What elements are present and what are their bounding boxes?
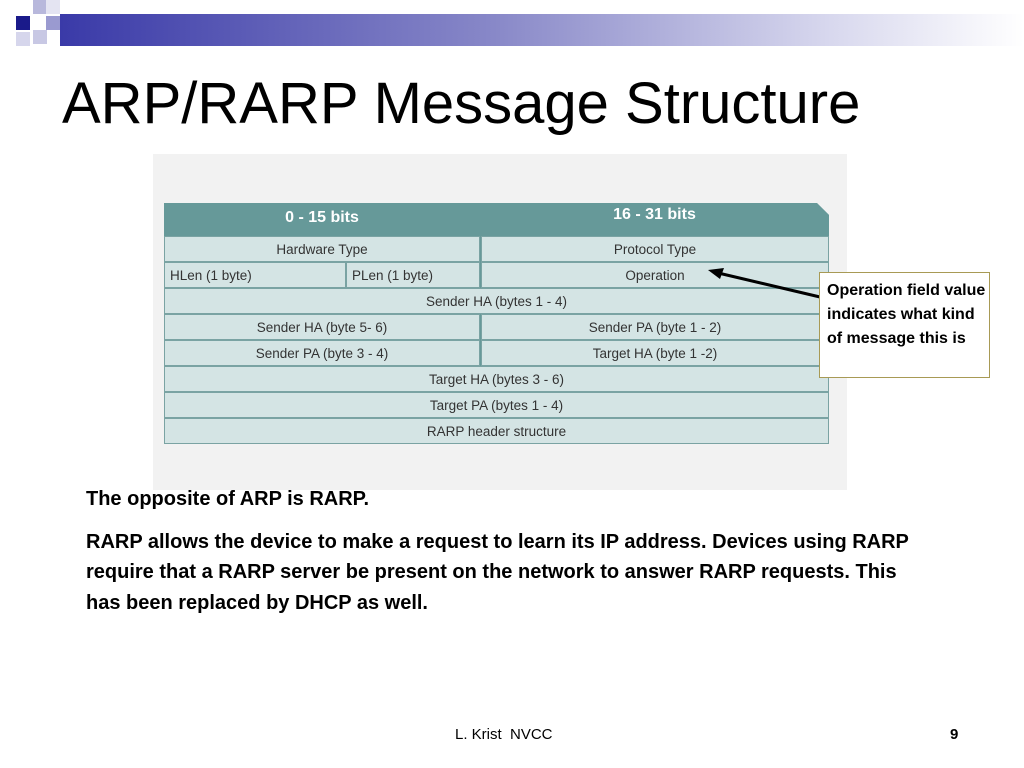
decor-square-light [16,32,30,46]
cell-target-ha-1-2: Target HA (byte 1 -2) [481,340,829,366]
body-paragraph-2: RARP allows the device to make a request… [86,530,909,614]
cell-sender-pa-1-2: Sender PA (byte 1 - 2) [481,314,829,340]
cell-hlen: HLen (1 byte) [164,262,346,288]
header-left-label: 0 - 15 bits [285,209,359,226]
decor-square-mid [46,16,60,30]
cell-target-ha-3-6: Target HA (bytes 3 - 6) [164,366,829,392]
cell-sender-pa-3-4: Sender PA (byte 3 - 4) [164,340,480,366]
cell-rarp-header-structure: RARP header structure [164,418,829,444]
cell-protocol-type: Protocol Type [481,236,829,262]
cell-sender-ha-5-6: Sender HA (byte 5- 6) [164,314,480,340]
footer-author: L. Krist NVCC [455,726,553,743]
operation-callout: Operation field value indicates what kin… [819,272,990,378]
decor-square-light [33,0,47,14]
title-gradient-bar [60,14,1024,46]
figure-header-bar [164,203,829,236]
body-paragraph-1: The opposite of ARP is RARP. [86,488,369,510]
page-number: 9 [950,726,959,743]
decor-square-light [46,0,60,14]
slide-body: The opposite of ARP is RARP. RARP allows… [86,484,936,630]
cell-hardware-type: Hardware Type [164,236,480,262]
header-right-label: 16 - 31 bits [613,206,696,223]
decor-square-light [33,30,47,44]
cell-plen: PLen (1 byte) [346,262,480,288]
decor-square-navy [16,16,30,30]
callout-arrow-icon [708,268,821,299]
cell-target-pa-1-4: Target PA (bytes 1 - 4) [164,392,829,418]
cell-sender-ha-1-4: Sender HA (bytes 1 - 4) [164,288,829,314]
slide-title: ARP/RARP Message Structure [62,71,861,136]
